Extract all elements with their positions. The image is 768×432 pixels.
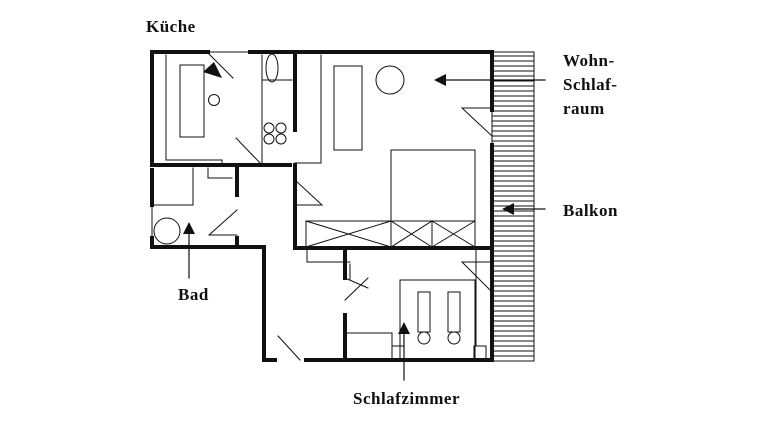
kitchen-arrow-icon <box>203 62 222 78</box>
balcony-hatching <box>491 51 535 362</box>
interior-lines <box>151 51 493 361</box>
balcony-arrow-icon <box>502 203 514 215</box>
label-kitchen: Küche <box>146 17 196 36</box>
living-arrow-icon <box>434 74 446 86</box>
leader-lines <box>188 79 546 381</box>
label-living-line2: Schlaf- <box>563 75 618 94</box>
label-living-line1: Wohn- <box>563 51 615 70</box>
outer-walls <box>150 50 494 362</box>
label-balcony: Balkon <box>563 201 618 220</box>
label-living-line3: raum <box>563 99 605 118</box>
label-bedroom: Schlafzimmer <box>353 389 461 408</box>
bedroom-arrow-icon <box>398 322 410 334</box>
label-bath: Bad <box>178 285 209 304</box>
bath-arrow-icon <box>183 222 195 234</box>
